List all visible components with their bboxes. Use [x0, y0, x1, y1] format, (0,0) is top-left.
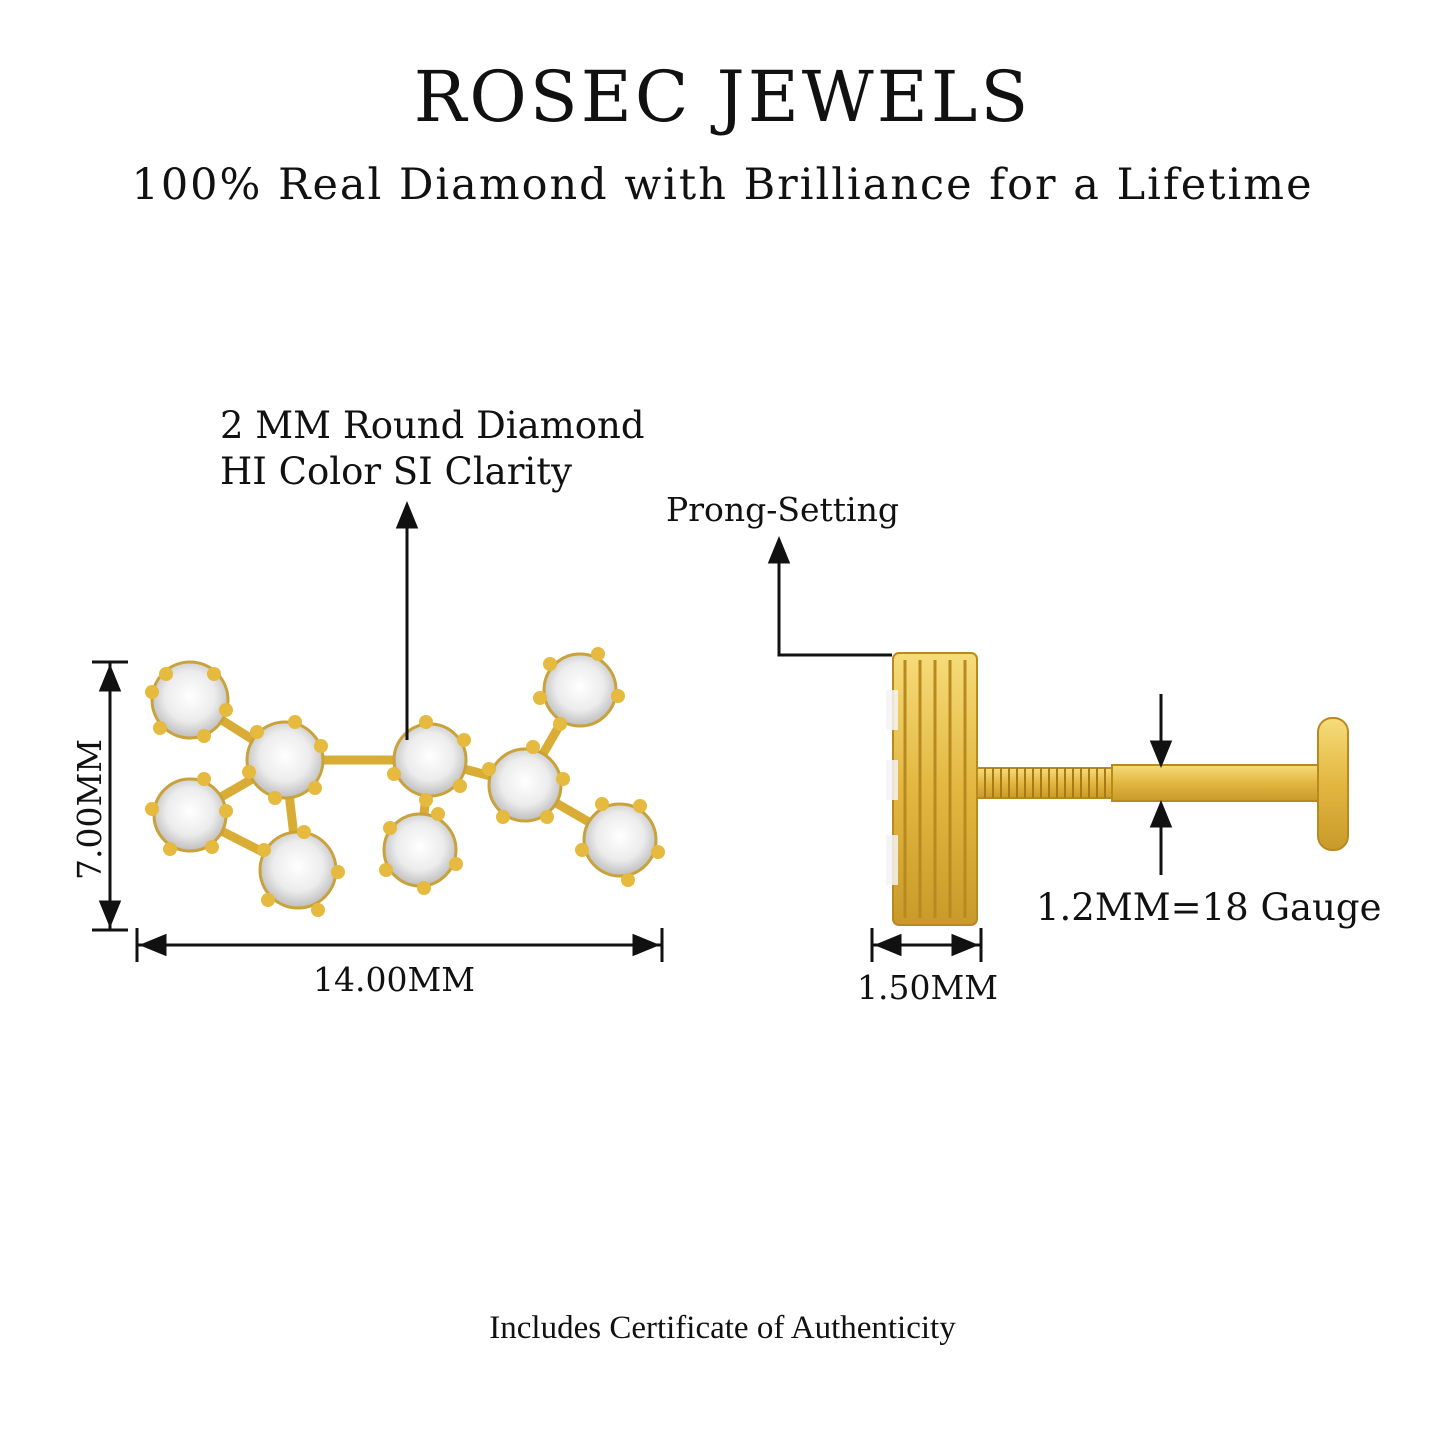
- diamond-group: [145, 647, 665, 917]
- diamond: [379, 807, 463, 895]
- diamond-spec-line2: HI Color SI Clarity: [220, 450, 573, 493]
- depth-label: 1.50MM: [857, 968, 999, 1007]
- brand-title: ROSEC JEWELS: [413, 56, 1032, 138]
- diamond: [387, 715, 471, 807]
- diamond: [533, 647, 625, 731]
- gauge-label: 1.2MM=18 Gauge: [1036, 886, 1382, 929]
- certificate-note: Includes Certificate of Authenticity: [489, 1310, 956, 1346]
- side-dimension-lines: [767, 536, 1173, 962]
- width-label: 14.00MM: [313, 960, 476, 999]
- side-view: [886, 652, 1349, 926]
- tagline: 100% Real Diamond with Brilliance for a …: [131, 160, 1314, 210]
- diamond: [145, 660, 233, 743]
- diamond: [482, 740, 570, 824]
- diamond: [257, 825, 345, 917]
- diamond: [145, 772, 233, 856]
- diamond-spec-line1: 2 MM Round Diamond: [220, 404, 645, 447]
- prong-setting-label: Prong-Setting: [666, 490, 899, 529]
- dimension-lines: [92, 501, 664, 962]
- height-label: 7.00MM: [70, 738, 109, 880]
- diamond: [575, 797, 665, 887]
- diamond: [242, 715, 328, 805]
